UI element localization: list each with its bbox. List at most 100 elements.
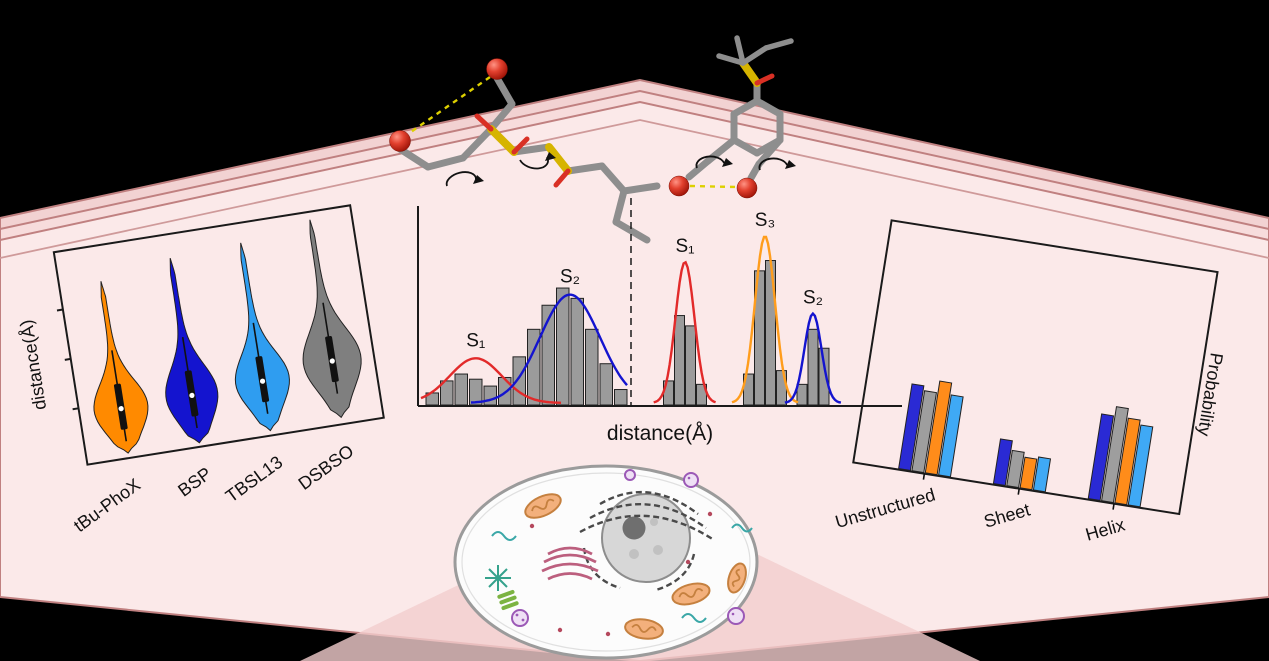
bar-gray xyxy=(1006,449,1025,489)
rotation-arrow xyxy=(695,155,725,169)
peak-label: S₁ xyxy=(466,330,485,351)
chloroplast-stack xyxy=(497,589,519,611)
rotation-arrow-head xyxy=(785,160,796,169)
bar-blue xyxy=(898,383,925,472)
lysosome xyxy=(624,469,636,481)
y-axis-tick xyxy=(64,357,71,361)
fit-curves xyxy=(420,235,842,404)
bar-category-label: Sheet xyxy=(982,500,1033,532)
histogram-bars xyxy=(425,260,830,406)
molecule-left xyxy=(389,58,661,244)
violin-median-dot xyxy=(189,392,195,399)
hist-bar xyxy=(556,287,570,406)
bond xyxy=(396,145,432,171)
oxygen-bond xyxy=(474,113,494,132)
hist-bar xyxy=(796,383,808,406)
violin-ylabel: distance(Å) xyxy=(16,318,50,411)
bar-blue xyxy=(1087,413,1115,502)
bar-light-blue xyxy=(938,394,964,478)
bar-light-blue xyxy=(1032,456,1052,493)
x-tick xyxy=(922,473,926,480)
endoplasmic-reticulum xyxy=(589,502,707,529)
bar-gray xyxy=(911,390,938,474)
x-tick xyxy=(1112,503,1115,510)
bond xyxy=(685,157,712,181)
bond xyxy=(612,187,628,226)
sulfur-bond xyxy=(545,143,572,175)
violin-tick-label: TBSL13 xyxy=(222,452,286,506)
y-axis-tick xyxy=(56,308,64,312)
benzene-ring-bond xyxy=(753,97,784,118)
bond xyxy=(740,45,769,66)
vesicle xyxy=(605,631,611,637)
bond xyxy=(510,143,553,156)
rotation-arrow xyxy=(758,157,788,171)
bar-orange xyxy=(924,380,953,476)
lysosome xyxy=(683,472,699,488)
microbe-squiggle xyxy=(491,531,517,541)
bond xyxy=(598,162,628,195)
violin-TBSL13 xyxy=(234,242,290,432)
chromatin-speck xyxy=(629,549,639,559)
chromatin-speck xyxy=(650,518,658,526)
bar-blue xyxy=(992,438,1013,487)
violin-BSP xyxy=(165,257,219,444)
peak-label: S₂ xyxy=(803,288,823,309)
bar-gray xyxy=(1101,406,1129,504)
benzene-ring-bond xyxy=(730,136,761,157)
endoplasmic-reticulum xyxy=(579,514,715,542)
bond xyxy=(459,125,495,162)
bar-frame xyxy=(852,219,1219,516)
fit-curve xyxy=(731,235,799,404)
mitochondrion xyxy=(671,582,711,606)
peak-label: S₁ xyxy=(675,236,694,257)
violin-plots xyxy=(93,219,362,454)
peak-label: S₂ xyxy=(560,267,580,288)
nucleus xyxy=(601,493,691,583)
violin-median-dot xyxy=(118,406,124,412)
microbe-squiggle xyxy=(731,523,753,533)
bar-light-blue xyxy=(1127,424,1154,508)
y-axis-tick xyxy=(72,407,79,411)
rotation-arrow xyxy=(445,171,477,187)
lysosome-dot xyxy=(687,476,691,480)
rotation-arrow-head xyxy=(473,175,484,184)
cell-illustration xyxy=(448,462,764,661)
violin-tick-label: BSP xyxy=(174,463,215,500)
golgi-apparatus xyxy=(547,546,593,556)
sulfur-bond xyxy=(739,59,761,87)
oxygen-bond xyxy=(511,136,530,155)
bond xyxy=(755,136,784,168)
hist-bar xyxy=(685,325,696,406)
bond xyxy=(763,38,794,51)
bond xyxy=(424,154,467,171)
oxygen-bond xyxy=(754,73,775,86)
violin-tick-label: DSBSO xyxy=(295,441,358,494)
bar-category-label: Helix xyxy=(1083,515,1127,545)
lysosome-dot xyxy=(731,612,735,616)
fit-curve xyxy=(784,311,842,404)
hist-xlabel: distance(Å) xyxy=(607,422,713,445)
rotation-arrow xyxy=(519,156,549,170)
oxygen-atom xyxy=(389,130,411,152)
hist-bar xyxy=(570,297,584,406)
bar-orange xyxy=(1114,417,1141,506)
hist-bar xyxy=(614,389,628,406)
bond xyxy=(620,182,661,195)
bond xyxy=(734,35,746,66)
hist-bar xyxy=(674,315,685,406)
cell-inner-membrane xyxy=(461,472,751,652)
nucleolus xyxy=(622,516,646,540)
bond xyxy=(493,74,516,108)
oxygen-bond xyxy=(553,168,571,188)
fit-curve xyxy=(653,260,716,404)
endoplasmic-reticulum xyxy=(655,553,696,592)
rotation-arrow-head xyxy=(545,152,556,161)
distance-dashed-line xyxy=(407,76,491,135)
oxygen-atom xyxy=(486,58,508,80)
violin-median-dot xyxy=(259,378,266,384)
